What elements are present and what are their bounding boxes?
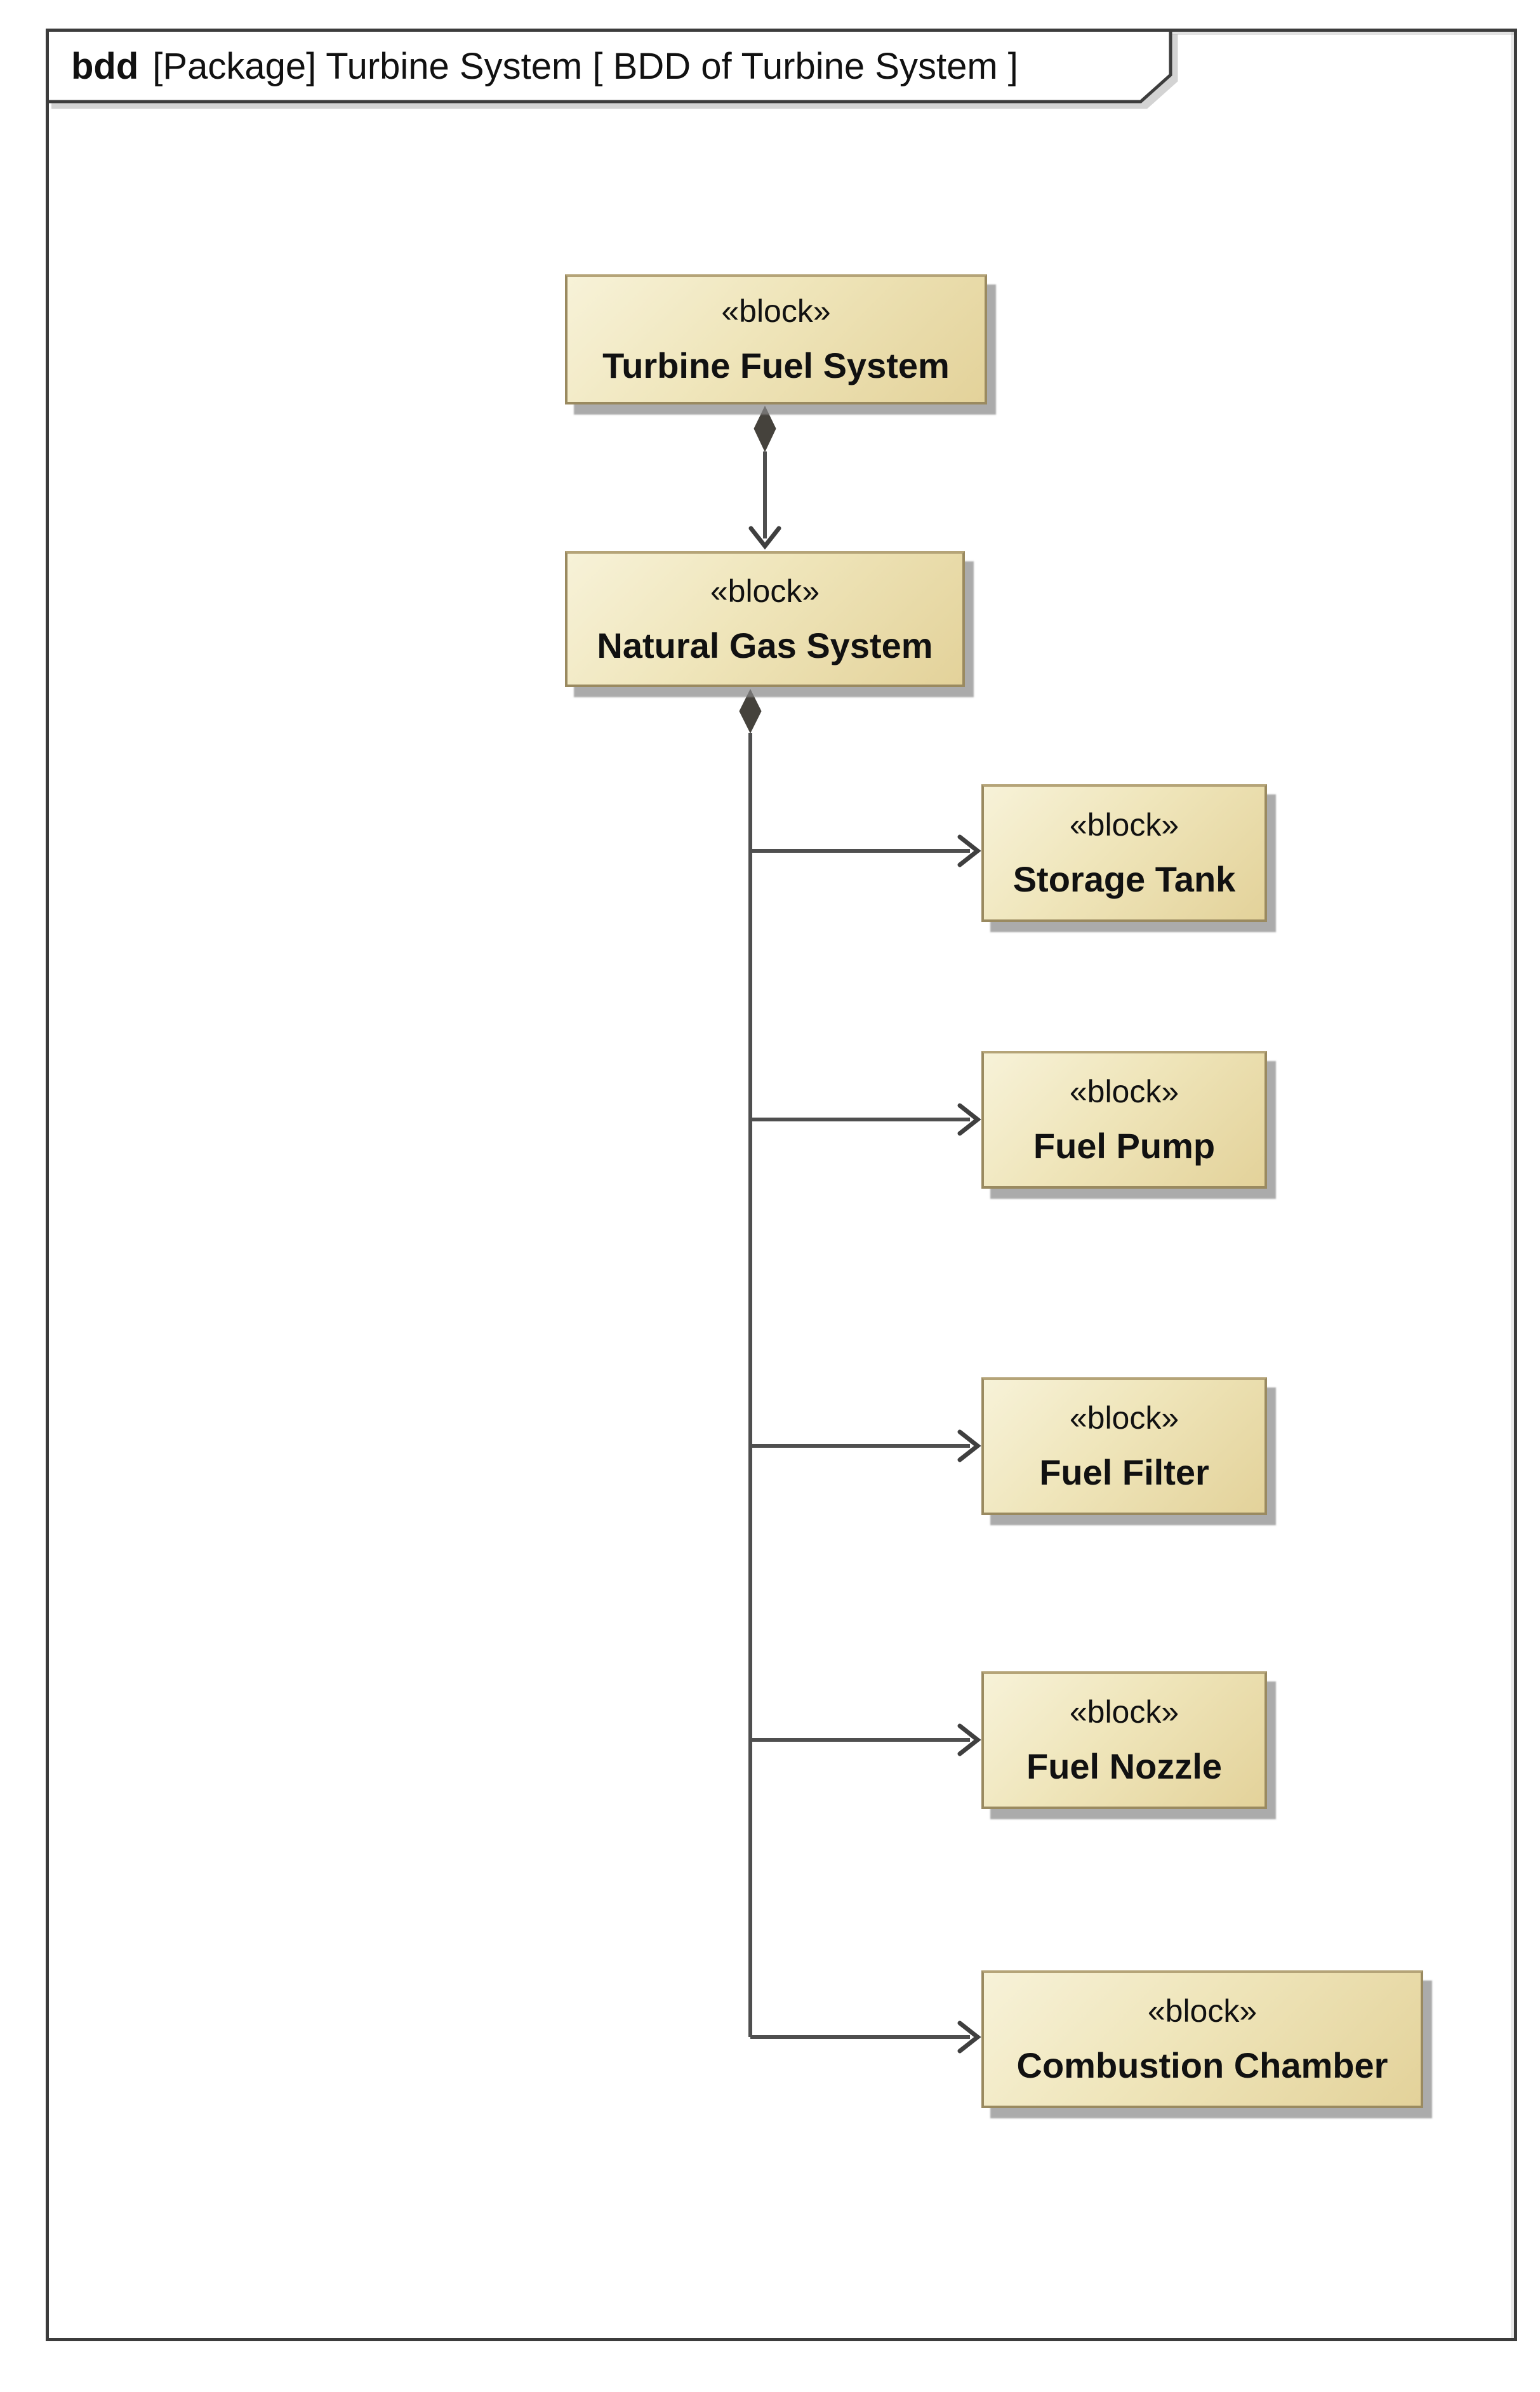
block-name: Combustion Chamber: [1016, 2045, 1388, 2085]
block-stereotype: «block»: [1069, 807, 1179, 843]
frame-header-tab-shape: [46, 29, 1172, 104]
block-name: Fuel Pump: [1033, 1126, 1216, 1166]
block-name: Turbine Fuel System: [602, 345, 950, 385]
block-name: Fuel Nozzle: [1026, 1746, 1223, 1786]
arrowhead-icon-naturalgas: [748, 526, 781, 550]
arrowhead-icon-fuel-filter: [957, 1429, 981, 1462]
arrowhead-icon-combustion-chamber: [957, 2021, 981, 2054]
block-storage-tank[interactable]: «block» Storage Tank: [981, 784, 1267, 922]
block-name: Fuel Filter: [1039, 1452, 1209, 1492]
block-stereotype: «block»: [721, 293, 831, 329]
block-stereotype: «block»: [1069, 1400, 1179, 1436]
block-stereotype: «block»: [1069, 1694, 1179, 1730]
block-fuel-filter[interactable]: «block» Fuel Filter: [981, 1377, 1267, 1515]
diagram-title-text: [Package] Turbine System [ BDD of Turbin…: [152, 45, 1018, 87]
block-fuel-nozzle[interactable]: «block» Fuel Nozzle: [981, 1671, 1267, 1809]
frame-header-tab: [46, 29, 1172, 104]
block-natural-gas-system[interactable]: «block» Natural Gas System: [565, 551, 965, 687]
block-stereotype: «block»: [710, 573, 820, 609]
diagram-title: bdd [Package] Turbine System [ BDD of Tu…: [71, 29, 1150, 104]
arrowhead-icon-fuel-pump: [957, 1103, 981, 1136]
diagram-kind-keyword: bdd: [71, 45, 139, 87]
composition-diamond-turbine-fuel-system: [753, 405, 776, 453]
block-combustion-chamber[interactable]: «block» Combustion Chamber: [981, 1970, 1423, 2108]
arrowhead-icon-fuel-nozzle: [957, 1723, 981, 1756]
block-name: Storage Tank: [1012, 859, 1236, 899]
block-turbine-fuel-system[interactable]: «block» Turbine Fuel System: [565, 274, 987, 404]
block-fuel-pump[interactable]: «block» Fuel Pump: [981, 1051, 1267, 1189]
arrowhead-icon-storage-tank: [957, 834, 981, 867]
composition-diamond-natural-gas-system: [739, 688, 762, 734]
block-stereotype: «block»: [1069, 1074, 1179, 1109]
block-name: Natural Gas System: [597, 625, 933, 665]
block-stereotype: «block»: [1147, 1993, 1258, 2029]
